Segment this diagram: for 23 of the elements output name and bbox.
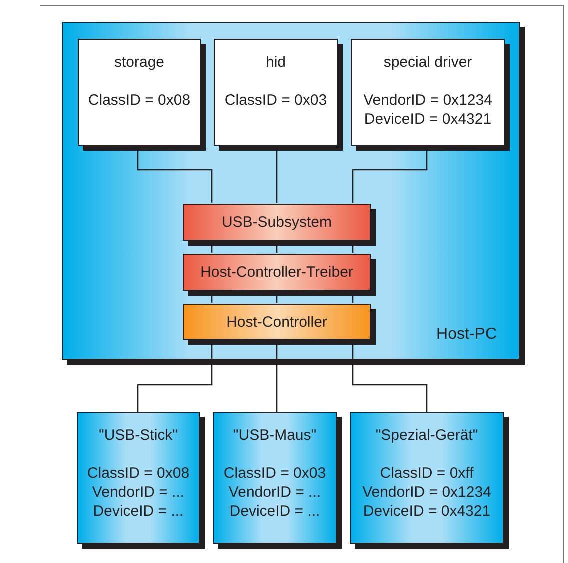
node-title: "USB-Maus" (233, 426, 317, 445)
id-text: DeviceID = ... (93, 502, 184, 521)
node-title: "Spezial-Gerät" (376, 426, 478, 445)
id-text: DeviceID = ... (230, 502, 320, 521)
node-title: special driver (384, 53, 472, 72)
id-text: ClassID = 0x08 (88, 91, 191, 110)
id-text: DeviceID = 0x4321 (363, 502, 491, 521)
id-text: VendorID = 0x1234 (364, 91, 492, 110)
id-text: VendorID = ... (228, 483, 322, 502)
id-text: ClassID = 0x03 (224, 464, 326, 483)
node-title: USB-Subsystem (222, 213, 332, 232)
node-title: "USB-Stick" (99, 426, 178, 445)
id-text: VendorID = ... (92, 483, 185, 502)
node-title: Host-Controller (226, 312, 328, 332)
node-title: storage (114, 53, 165, 72)
id-text: ClassID = 0x08 (87, 464, 190, 483)
node-label: Host-PC (436, 325, 497, 345)
node-title: hid (266, 53, 286, 72)
id-text: VendorID = 0x1234 (362, 483, 492, 502)
node-title: Host-Controller-Treiber (200, 263, 354, 282)
id-text: DeviceID = 0x4321 (364, 110, 492, 129)
id-text: ClassID = 0xff (380, 464, 474, 483)
id-text: ClassID = 0x03 (224, 91, 328, 110)
